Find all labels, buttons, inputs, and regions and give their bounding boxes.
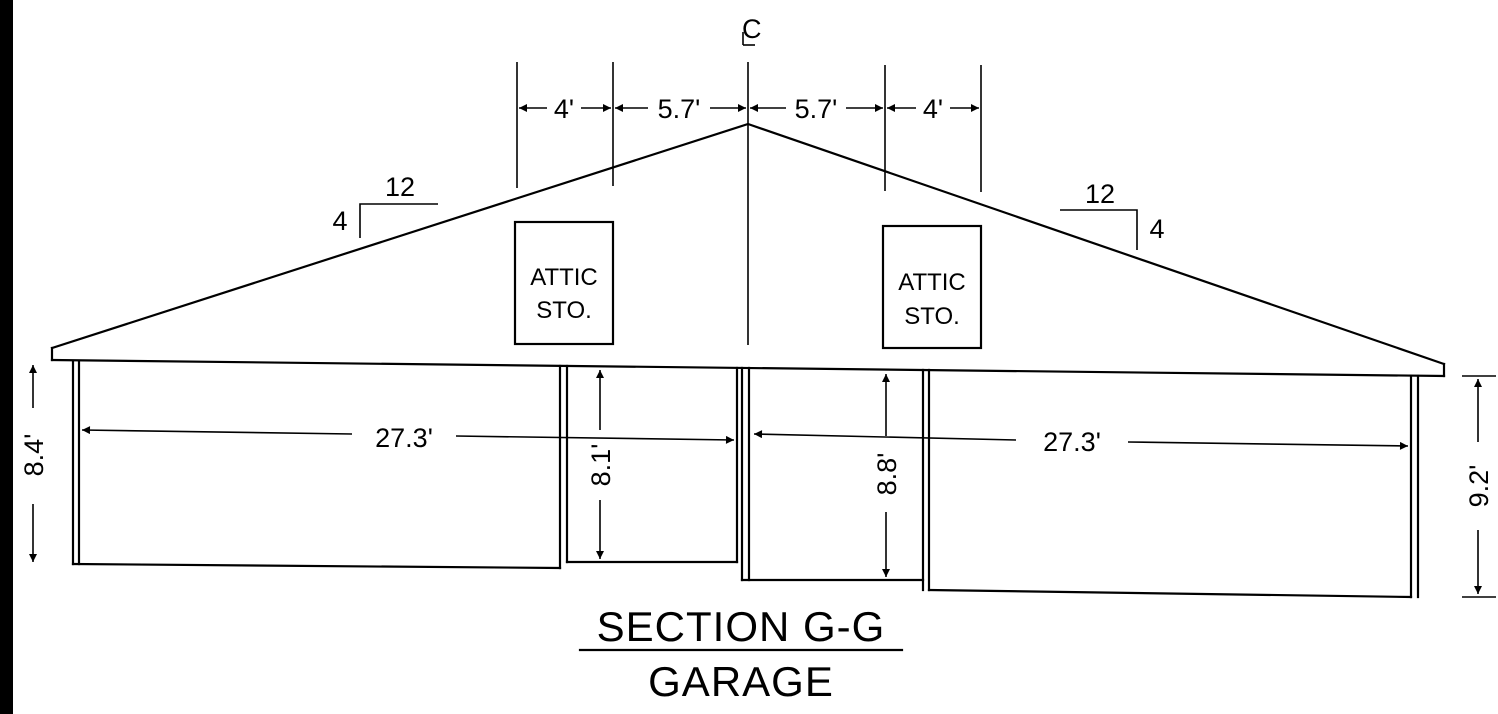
height-dimension-outer-left: 8.4' <box>19 365 49 562</box>
slope-left-rise: 4 <box>332 206 347 236</box>
attic-right-line1: ATTIC <box>898 269 966 296</box>
top-dim-1: 4' <box>554 94 574 124</box>
slope-right-rise: 4 <box>1149 214 1164 244</box>
top-dim-4: 4' <box>923 94 943 124</box>
top-extension-lines <box>516 62 982 192</box>
attic-storage-right: ATTIC STO. <box>881 224 983 350</box>
title-line-1: SECTION G-G <box>597 603 886 650</box>
height-outer-right-label: 9.2' <box>1464 465 1494 508</box>
left-border-bar <box>0 0 13 714</box>
span-dimension-left: 27.3' <box>81 423 735 453</box>
top-dim-2: 5.7' <box>658 94 701 124</box>
height-dimension-inner-left: 8.1' <box>586 370 616 559</box>
slope-symbol-left: 12 4 <box>332 172 438 238</box>
span-dimension-right: 27.3' <box>753 427 1409 457</box>
height-dimension-outer-right: 9.2' <box>1462 375 1496 598</box>
span-left-label: 27.3' <box>375 423 433 453</box>
top-dimension-line: 4' 5.7' 5.7' 4' <box>519 94 979 124</box>
attic-storage-left: ATTIC STO. <box>513 220 615 346</box>
height-outer-left-label: 8.4' <box>19 434 49 477</box>
height-inner-left-label: 8.1' <box>586 444 616 487</box>
top-dim-3: 5.7' <box>795 94 838 124</box>
slope-right-run: 12 <box>1085 179 1115 209</box>
attic-left-line2: STO. <box>536 297 592 324</box>
slope-symbol-right: 12 4 <box>1060 179 1165 250</box>
title-line-2: GARAGE <box>648 658 834 705</box>
section-title: SECTION G-G GARAGE <box>578 603 904 705</box>
height-inner-right-label: 8.8' <box>872 453 902 496</box>
slope-left-run: 12 <box>385 172 415 202</box>
walls-and-floors <box>71 360 1420 599</box>
span-right-label: 27.3' <box>1043 427 1101 457</box>
attic-right-line2: STO. <box>904 303 960 330</box>
centerline-mark: C <box>742 14 762 44</box>
attic-left-line1: ATTIC <box>530 264 598 291</box>
centerline: C <box>742 14 762 345</box>
height-dimension-inner-right: 8.8' <box>872 374 902 577</box>
